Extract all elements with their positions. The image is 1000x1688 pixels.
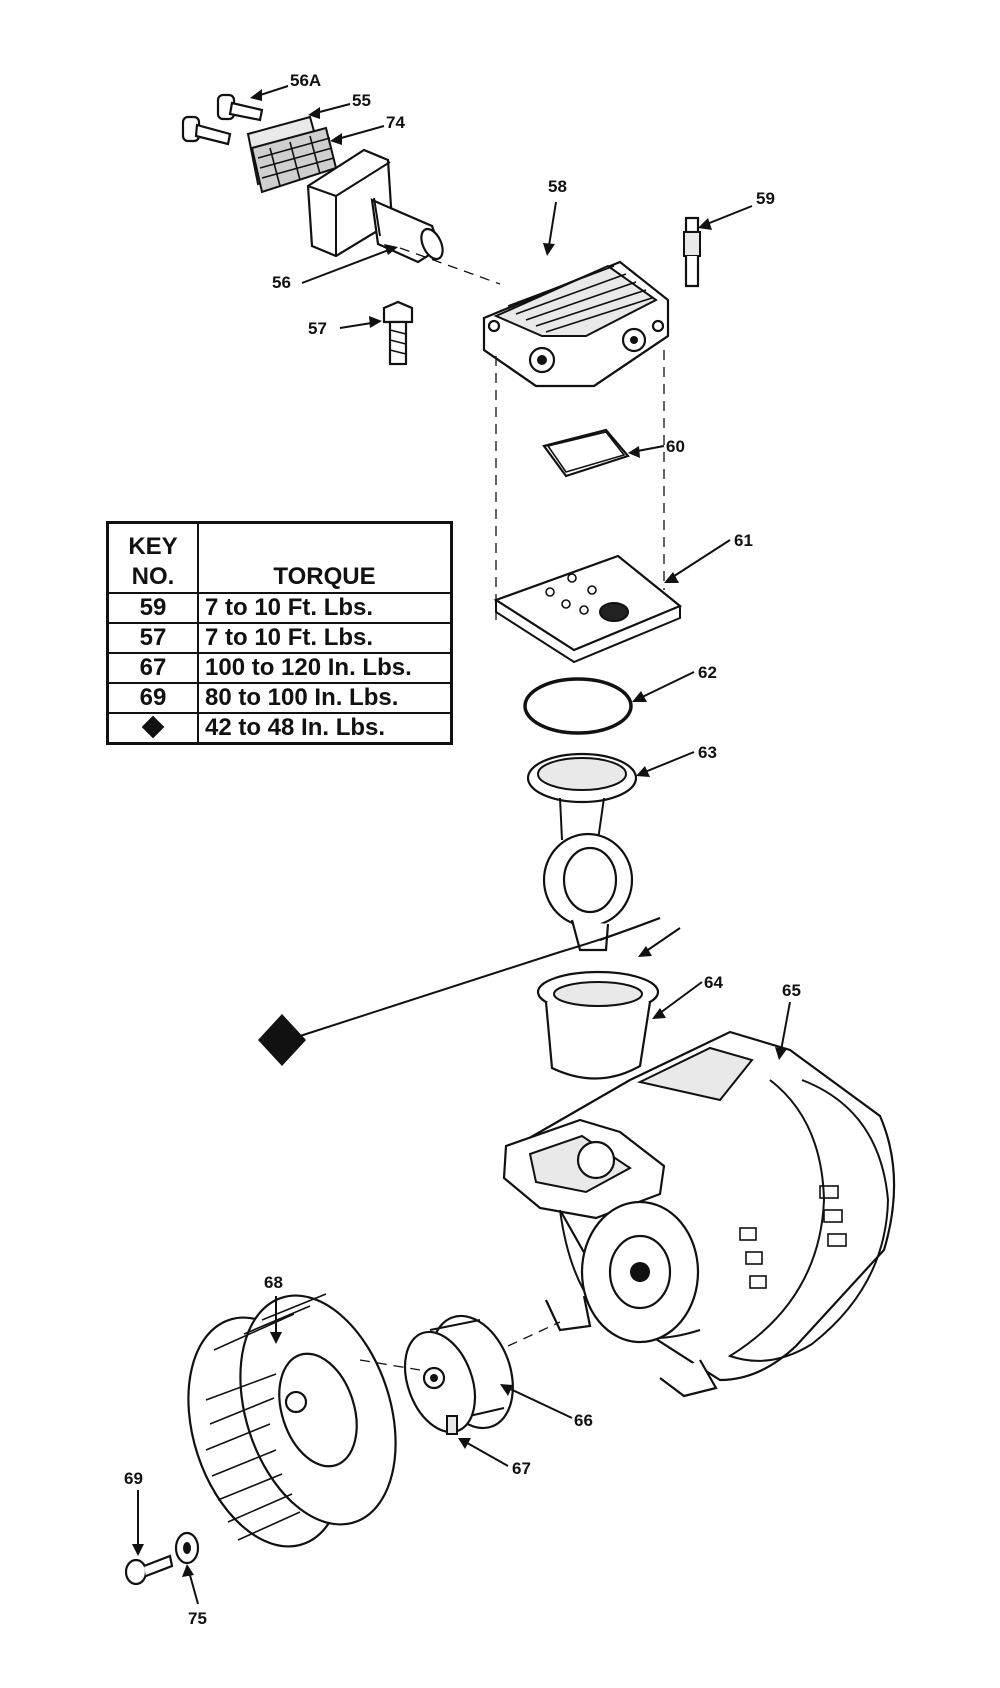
leader-lines — [132, 85, 791, 1605]
o-ring-62 — [523, 677, 633, 735]
row-torque: 7 to 10 Ft. Lbs. — [197, 622, 453, 654]
fan-screw-69 — [124, 1554, 174, 1586]
connecting-rod-63 — [526, 752, 638, 952]
callout-65: 65 — [782, 981, 801, 1000]
callout-57: 57 — [308, 319, 327, 338]
callout-64: 64 — [704, 973, 723, 992]
callout-56a: 56A — [290, 71, 321, 90]
valve-plate-61 — [493, 554, 683, 664]
header-key-no: KEY NO. — [106, 521, 199, 594]
callout-62: 62 — [698, 663, 717, 682]
bolt-57 — [382, 300, 414, 366]
motor-crankcase-65 — [502, 1030, 896, 1398]
table-row: 59 7 to 10 Ft. Lbs. — [106, 592, 453, 624]
callout-63: 63 — [698, 743, 717, 762]
callout-68: 68 — [264, 1273, 283, 1292]
header-key-line2: NO. — [131, 563, 175, 590]
diamond-torque-marker — [258, 917, 661, 1066]
callout-58: 58 — [548, 177, 567, 196]
row-key: 59 — [106, 592, 199, 624]
row-key-diamond — [106, 712, 199, 745]
callout-55: 55 — [352, 91, 371, 110]
row-torque: 42 to 48 In. Lbs. — [197, 712, 453, 745]
table-row: 67 100 to 120 In. Lbs. — [106, 652, 453, 684]
callout-56: 56 — [272, 273, 291, 292]
row-torque: 100 to 120 In. Lbs. — [197, 652, 453, 684]
torque-table: KEY NO. TORQUE 59 7 to 10 Ft. Lbs. 57 7 … — [106, 521, 453, 745]
callout-59: 59 — [756, 189, 775, 208]
fitting-59 — [683, 216, 701, 288]
pulley-66 — [403, 1314, 514, 1434]
intake-screws — [181, 93, 264, 146]
alignment-lines — [359, 247, 665, 1371]
callout-69: 69 — [124, 1469, 143, 1488]
table-row: 57 7 to 10 Ft. Lbs. — [106, 622, 453, 654]
torque-table-header: KEY NO. TORQUE — [106, 521, 453, 594]
callout-75: 75 — [188, 1609, 207, 1628]
table-row: 69 80 to 100 In. Lbs. — [106, 682, 453, 714]
gasket-60 — [542, 428, 630, 478]
cylinder-head-58 — [482, 260, 670, 388]
callout-60: 60 — [666, 437, 685, 456]
washer-75 — [174, 1531, 200, 1565]
callout-66: 66 — [574, 1411, 593, 1430]
header-key-line1: KEY — [128, 533, 178, 560]
callout-67: 67 — [512, 1459, 531, 1478]
fan-68 — [187, 1293, 397, 1548]
row-key: 57 — [106, 622, 199, 654]
callout-61: 61 — [734, 531, 753, 550]
bearing-64 — [536, 970, 660, 1080]
row-torque: 7 to 10 Ft. Lbs. — [197, 592, 453, 624]
row-torque: 80 to 100 In. Lbs. — [197, 682, 453, 714]
row-key: 69 — [106, 682, 199, 714]
set-screw-67 — [446, 1415, 458, 1435]
diamond-icon — [141, 715, 165, 739]
callout-74: 74 — [386, 113, 405, 132]
table-row: 42 to 48 In. Lbs. — [106, 712, 453, 745]
header-torque: TORQUE — [197, 521, 453, 594]
row-key: 67 — [106, 652, 199, 684]
